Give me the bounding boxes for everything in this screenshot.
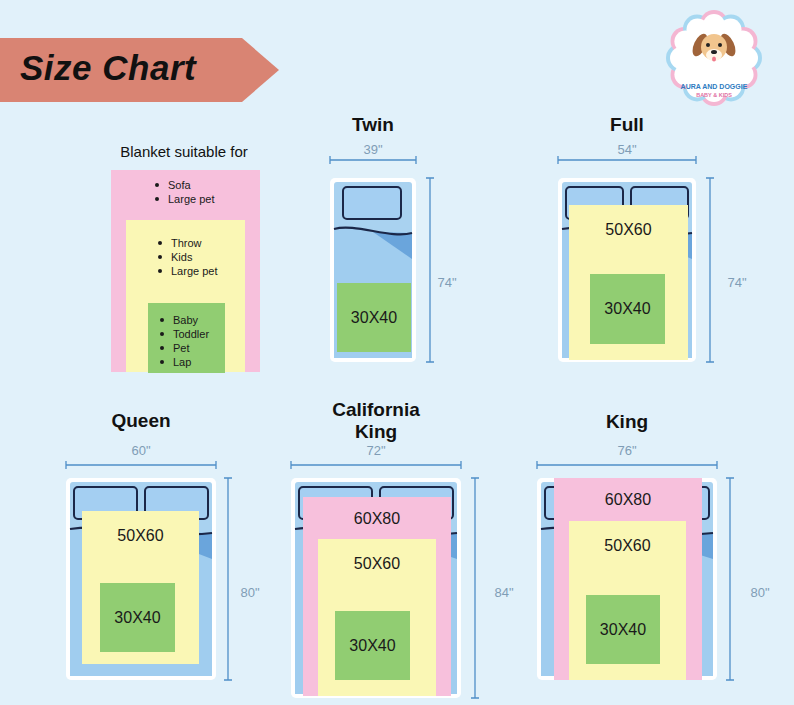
dimension-label: 74" <box>725 275 748 290</box>
label-holder: AURA AND DOGGIE <box>681 75 748 93</box>
dimension-label: 80" <box>748 585 771 600</box>
bed-name-holder: Twin <box>273 114 473 136</box>
size-label: 60X80 <box>303 510 451 528</box>
blanket-size-box: 30X40 <box>586 595 660 664</box>
size-label: 50X60 <box>569 221 688 239</box>
size-label: 50X60 <box>318 555 436 573</box>
label-holder: Blanket suitable for <box>120 143 248 161</box>
blanket-size-box: 30X40 <box>335 611 410 680</box>
label-holder: 76" <box>615 441 638 459</box>
use-item: Kids <box>158 250 245 264</box>
blanket-size-box: 50X60 30X40 <box>569 205 688 360</box>
label-holder: 80" <box>238 583 261 601</box>
dimension-label: 74" <box>435 275 458 290</box>
dimension-label: 54" <box>615 142 638 157</box>
logo-badge <box>666 10 762 106</box>
dimension-label: 76" <box>615 443 638 458</box>
size-label: 60X80 <box>554 491 702 509</box>
blanket-size-box: 50X60 30X40 <box>318 539 436 696</box>
dimension-label: 39" <box>361 142 384 157</box>
blanket-size-box: 60X80 50X60 30X40 <box>554 478 702 680</box>
title-banner <box>0 38 279 102</box>
use-item: Large pet <box>155 192 260 206</box>
label-holder: 74" <box>725 273 748 291</box>
bed-name: California King <box>316 399 436 443</box>
legend-heading: Blanket suitable for <box>120 143 248 160</box>
size-label: 30X40 <box>604 300 650 318</box>
bed-outline: Twin30X40 <box>330 178 416 362</box>
label-holder: 80" <box>748 583 771 601</box>
bed-outline: California King60X8050X6030X40 <box>291 478 461 698</box>
bed-name-holder: King <box>527 411 727 433</box>
bed-name-holder: Queen <box>41 410 241 432</box>
dimension-label: 72" <box>364 443 387 458</box>
size-label: 30X40 <box>349 637 395 655</box>
use-item: Large pet <box>158 264 245 278</box>
use-item: Sofa <box>155 178 260 192</box>
label-holder: 60" <box>129 441 152 459</box>
label-holder: BABY & KIDS <box>696 83 732 101</box>
dimension-label: 80" <box>238 585 261 600</box>
use-item: Toddler <box>160 327 225 341</box>
bed-name: Full <box>527 114 727 136</box>
title-holder: Size Chart <box>20 46 196 90</box>
use-item: Pet <box>160 341 225 355</box>
label-holder: 72" <box>364 441 387 459</box>
logo-text: BABY & KIDS <box>696 92 732 100</box>
size-label: 30X40 <box>600 621 646 639</box>
use-item: Throw <box>158 236 245 250</box>
bed-name-holder: Full <box>527 114 727 136</box>
label-holder: 74" <box>435 273 458 291</box>
size-label: 50X60 <box>569 537 686 555</box>
blanket-size-box: 60X80 50X60 30X40 <box>303 497 451 696</box>
blanket-size-box: BabyToddlerPetLap <box>148 303 225 373</box>
use-item: Baby <box>160 313 225 327</box>
bed-outline: Full50X6030X40 <box>558 178 696 362</box>
blanket-size-box: 50X60 30X40 <box>569 521 686 680</box>
logo-text: AURA AND DOGGIE <box>681 82 748 91</box>
label-holder: 39" <box>361 140 384 158</box>
blanket-size-box: 50X60 30X40 <box>82 511 199 664</box>
bed-name: Queen <box>41 410 241 432</box>
blanket-size-box: 30X40 <box>590 274 665 344</box>
logo-dog <box>689 32 738 62</box>
dimension-label: 84" <box>492 585 515 600</box>
blanket-size-box: 30X40 <box>100 583 175 652</box>
size-label: 30X40 <box>351 309 397 327</box>
blanket-size-box: 30X40 <box>337 283 411 352</box>
size-label: 50X60 <box>82 527 199 545</box>
bed-name: King <box>527 411 727 433</box>
blanket-size-box: SofaLarge petThrowKidsLarge petBabyToddl… <box>111 170 260 372</box>
label-holder: 84" <box>492 583 515 601</box>
size-label: 30X40 <box>114 609 160 627</box>
bed-outline: Queen50X6030X40 <box>66 478 216 680</box>
label-holder: 54" <box>615 140 638 158</box>
blanket-size-box: ThrowKidsLarge petBabyToddlerPetLap <box>126 220 245 372</box>
bed-outline: King60X8050X6030X40 <box>537 478 717 680</box>
bed-name: Twin <box>273 114 473 136</box>
use-item: Lap <box>160 355 225 369</box>
chart-title: Size Chart <box>20 46 196 90</box>
bed-name-holder: California King <box>316 399 436 443</box>
dimension-label: 60" <box>129 443 152 458</box>
